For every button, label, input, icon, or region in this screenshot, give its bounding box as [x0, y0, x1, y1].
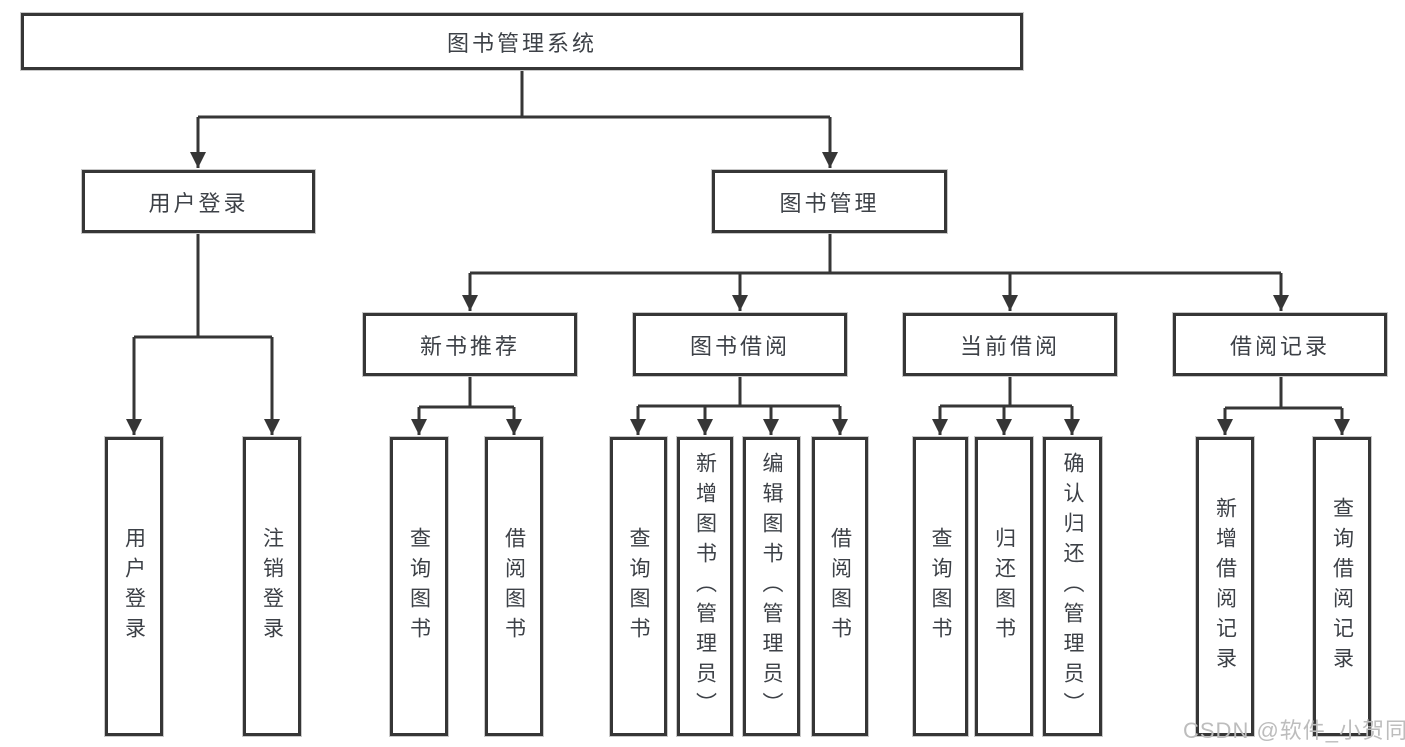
node-book-management: 图书管理 [712, 170, 947, 233]
leaf-edit-book-admin-label: 编辑图书（管理员） [760, 451, 783, 722]
leaf-query-books-current: 查询图书 [913, 437, 968, 736]
leaf-query-borrow-record-label: 查询借阅记录 [1330, 496, 1354, 677]
leaf-confirm-return-admin-label: 确认归还（管理员） [1061, 451, 1084, 722]
leaf-add-borrow-record: 新增借阅记录 [1196, 437, 1254, 736]
csdn-watermark: CSDN @软件_小贺同学 [1183, 718, 1405, 743]
leaf-borrow-books-recommend-label: 借阅图书 [502, 526, 526, 647]
leaf-query-books-current-label: 查询图书 [929, 526, 952, 647]
node-root: 图书管理系统 [21, 13, 1023, 70]
leaf-user-login-label: 用户登录 [122, 526, 146, 647]
leaf-query-books-borrow-label: 查询图书 [627, 526, 650, 647]
node-new-book-recommend: 新书推荐 [363, 313, 577, 376]
node-user-login: 用户登录 [82, 170, 315, 233]
leaf-logout: 注销登录 [243, 437, 301, 736]
leaf-query-borrow-record: 查询借阅记录 [1313, 437, 1371, 736]
leaf-borrow-books-label: 借阅图书 [828, 526, 852, 647]
node-current-borrow: 当前借阅 [903, 313, 1117, 376]
leaf-edit-book-admin: 编辑图书（管理员） [743, 437, 800, 736]
node-borrow-records: 借阅记录 [1173, 313, 1387, 376]
node-user-login-label: 用户登录 [148, 190, 249, 216]
node-book-management-label: 图书管理 [779, 190, 880, 216]
leaf-query-books-recommend-label: 查询图书 [407, 526, 431, 647]
node-book-borrow-label: 图书借阅 [689, 333, 790, 359]
leaf-borrow-books: 借阅图书 [812, 437, 868, 736]
node-current-borrow-label: 当前借阅 [959, 333, 1060, 359]
leaf-logout-label: 注销登录 [260, 526, 284, 647]
leaf-query-books-recommend: 查询图书 [390, 437, 448, 736]
leaf-borrow-books-recommend: 借阅图书 [485, 437, 543, 736]
leaf-return-books-label: 归还图书 [992, 526, 1016, 647]
leaf-add-book-admin-label: 新增图书（管理员） [693, 451, 717, 722]
node-borrow-records-label: 借阅记录 [1229, 333, 1330, 359]
leaf-user-login: 用户登录 [105, 437, 163, 736]
leaf-confirm-return-admin: 确认归还（管理员） [1043, 437, 1102, 736]
leaf-return-books: 归还图书 [975, 437, 1033, 736]
leaf-query-books-borrow: 查询图书 [610, 437, 667, 736]
node-new-book-recommend-label: 新书推荐 [419, 333, 520, 359]
leaf-add-borrow-record-label: 新增借阅记录 [1213, 496, 1237, 677]
leaf-add-book-admin: 新增图书（管理员） [677, 437, 733, 736]
node-root-label: 图书管理系统 [446, 30, 597, 56]
node-book-borrow: 图书借阅 [633, 313, 847, 376]
